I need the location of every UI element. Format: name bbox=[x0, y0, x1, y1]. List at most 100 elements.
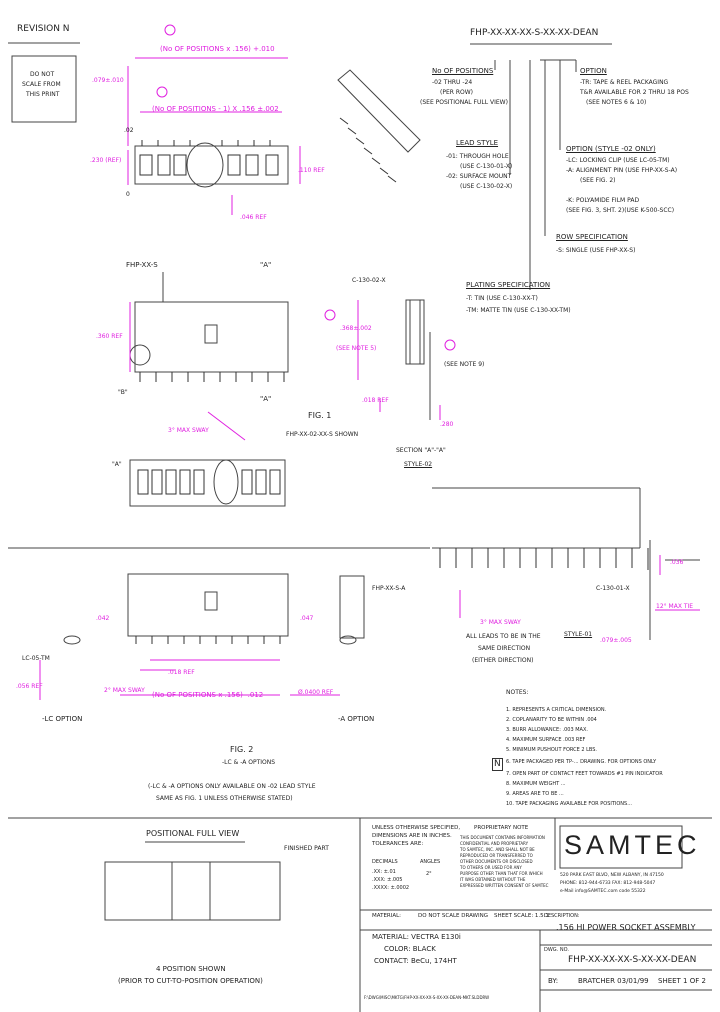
note-4: 4. MAXIMUM SURFACE .003 REF bbox=[506, 737, 586, 743]
tb-do-not-scale: DO NOT SCALE DRAWING bbox=[418, 913, 488, 919]
fig1-b-label: "B" bbox=[118, 389, 128, 396]
scale-note-line2: SCALE FROM bbox=[22, 81, 61, 88]
lead-style-line4: (USE C-130-02-X) bbox=[460, 183, 513, 190]
fig1-bottom-view bbox=[129, 459, 286, 507]
option2-line1: -LC: LOCKING CLIP (USE LC-05-TM) bbox=[566, 157, 670, 164]
fig1-contact: C-130-02-X bbox=[352, 277, 386, 284]
scale-note-box bbox=[11, 55, 77, 123]
tb-prop-7: PURPOSE OTHER THAN THAT FOR WHICH bbox=[460, 871, 543, 876]
tb-sheet: SHEET 1 OF 2 bbox=[658, 977, 706, 985]
tb-tol1: .XX: ±.01 bbox=[372, 869, 396, 875]
positional-cut: (PRIOR TO CUT-TO-POSITION OPERATION) bbox=[118, 977, 263, 985]
note-2: 2. COPLANARITY TO BE WITHIN .004 bbox=[506, 717, 597, 723]
tb-description: .156 HI POWER SOCKET ASSEMBLY bbox=[556, 923, 696, 932]
note-8: 8. MAXIMUM WEIGHT ... bbox=[506, 781, 566, 787]
tb-angle-value: 2° bbox=[426, 871, 432, 877]
tb-description-label: DESCRIPTION: bbox=[544, 913, 580, 919]
tb-decimals: DECIMALS bbox=[372, 859, 398, 865]
positions-line3: (SEE POSITIONAL FULL VIEW) bbox=[420, 99, 508, 106]
fig1-a-bottom: "A" bbox=[260, 395, 272, 403]
dim-018: .018 REF bbox=[362, 397, 389, 404]
tb-prop-2: CONFIDENTIAL AND PROPRIETARY bbox=[460, 841, 529, 846]
dim-280: .280 bbox=[440, 421, 454, 428]
dim-n-pos-minus-1: (No OF POSITIONS - 1) X .156 ±.002 bbox=[152, 105, 279, 113]
tb-proprietary: PROPRIETARY NOTE bbox=[474, 825, 529, 831]
tb-address-3: e-Mail info@SAMTEC.com code 55322 bbox=[560, 889, 646, 894]
fig1-see-note5: (SEE NOTE 5) bbox=[336, 345, 377, 352]
revision-label: REVISION N bbox=[17, 24, 70, 34]
tb-dwg-number: FHP-XX-XX-XX-S-XX-XX-DEAN bbox=[568, 955, 697, 965]
fig1-subtitle: FHP-XX-02-XX-S SHOWN bbox=[286, 431, 359, 438]
fig1-part-label: FHP-XX-S bbox=[126, 261, 158, 269]
fig2-part-a: FHP-XX-S-A bbox=[372, 585, 406, 592]
dim-079: .079±.010 bbox=[92, 77, 124, 84]
tb-by-label: BY: bbox=[548, 977, 559, 985]
dim-046: .046 REF bbox=[240, 214, 267, 221]
tb-unless-2: DIMENSIONS ARE IN INCHES. bbox=[372, 833, 452, 839]
tb-prop-4: REPRODUCED OR TRANSFERRED TO bbox=[460, 853, 533, 858]
detail-sway: 3° MAX SWAY bbox=[480, 619, 521, 626]
note-6: 6. TAPE PACKAGED PER TP-... DRAWING. FOR… bbox=[506, 759, 657, 765]
tb-color: COLOR: BLACK bbox=[384, 945, 436, 953]
tb-tol2: .XXX: ±.005 bbox=[372, 877, 403, 883]
part-number: FHP-XX-XX-XX-S-XX-XX-DEAN bbox=[470, 28, 599, 38]
plating-line2: -TM: MATTE TIN (USE C-130-XX-TM) bbox=[466, 307, 571, 314]
tb-material-header: MATERIAL: bbox=[372, 913, 402, 919]
tb-unless-3: TOLERANCES ARE: bbox=[372, 841, 424, 847]
dim-0: 0 bbox=[126, 191, 130, 198]
tb-dwg-label: DWG. NO. bbox=[544, 947, 569, 953]
row-line1: -S: SINGLE (USE FHP-XX-S) bbox=[556, 247, 636, 254]
dim-036: .036 bbox=[670, 559, 684, 566]
note-3: 3. BURR ALLOWANCE: .003 MAX. bbox=[506, 727, 588, 733]
dim-056: .056 REF bbox=[16, 683, 43, 690]
tb-author: BRATCHER 03/01/99 bbox=[578, 977, 649, 985]
samtec-logo-box bbox=[559, 825, 683, 869]
tb-angles: ANGLES bbox=[420, 859, 441, 865]
positional-finished: FINISHED PART bbox=[284, 845, 329, 852]
detail-all-leads-1: ALL LEADS TO BE IN THE bbox=[466, 633, 541, 640]
detail-all-leads-2: SAME DIRECTION bbox=[478, 645, 531, 652]
detail-style: STYLE-01 bbox=[564, 631, 593, 638]
dim-02: .02 bbox=[124, 127, 134, 134]
positional-title: POSITIONAL FULL VIEW bbox=[146, 829, 240, 838]
detail-contact: C-130-01-X bbox=[596, 585, 630, 592]
dim-360: .360 REF bbox=[96, 333, 123, 340]
fig1-view-a: "A" bbox=[112, 461, 122, 468]
fig2-lc-part: LC-05-TM bbox=[22, 655, 50, 662]
tb-address-2: PHONE: 812-944-6733 FAX: 812-948-5047 bbox=[560, 881, 656, 886]
fig2-sway: 2° MAX SWAY bbox=[104, 687, 145, 694]
option2-line3: (SEE FIG. 2) bbox=[580, 177, 616, 184]
fig1-see-note9: (SEE NOTE 9) bbox=[444, 361, 485, 368]
dim-n-pos-156: (No OF POSITIONS x .156) +.010 bbox=[160, 45, 275, 53]
fig2-note2: SAME AS FIG. 1 UNLESS OTHERWISE STATED) bbox=[156, 795, 293, 802]
positions-line2: (PER ROW) bbox=[440, 89, 473, 96]
detail-all-leads-3: (EITHER DIRECTION) bbox=[472, 657, 534, 664]
tb-file-path: F:\DWG\MISC\MKTG\FHP-XX-XX-XX-S-XX-XX-DE… bbox=[364, 995, 490, 1000]
tb-prop-1: THIS DOCUMENT CONTAINS INFORMATION bbox=[460, 835, 545, 840]
notes-n-mark: N bbox=[492, 758, 503, 771]
positions-title: No OF POSITIONS bbox=[432, 67, 494, 75]
scale-note-line1: DO NOT bbox=[30, 71, 55, 78]
plating-line1: -T: TIN (USE C-130-XX-T) bbox=[466, 295, 538, 302]
fig1-title: FIG. 1 bbox=[308, 411, 332, 420]
note-1: 1. REPRESENTS A CRITICAL DIMENSION. bbox=[506, 707, 607, 713]
tb-tol3: .XXXX: ±.0002 bbox=[372, 885, 410, 891]
dim-040: Ø.0400 REF bbox=[298, 689, 334, 696]
fig2-note1: (-LC & -A OPTIONS ONLY AVAILABLE ON -02 … bbox=[148, 783, 316, 790]
option1-title: OPTION bbox=[580, 67, 607, 75]
detail-max-tie: 12° MAX TIE bbox=[656, 603, 694, 610]
notes-header: NOTES: bbox=[506, 689, 529, 696]
tb-unless-1: UNLESS OTHERWISE SPECIFIED, bbox=[372, 825, 461, 831]
dim-110: .110 REF bbox=[298, 167, 325, 174]
dim-047: .047 bbox=[300, 615, 314, 622]
option1-line3: (SEE NOTES 6 & 10) bbox=[586, 99, 647, 106]
dim-368: .368±.002 bbox=[340, 325, 372, 332]
lead-style-line3: -02: SURFACE MOUNT bbox=[446, 173, 512, 180]
fig2-subtitle: -LC & -A OPTIONS bbox=[222, 759, 276, 766]
positional-full-view-body bbox=[104, 861, 281, 921]
fig1-sway: 3° MAX SWAY bbox=[168, 427, 209, 434]
tb-prop-9: EXPRESSED WRITTEN CONSENT OF SAMTEC bbox=[460, 883, 549, 888]
fig1-a-top: "A" bbox=[260, 261, 272, 269]
fig1-style: STYLE-02 bbox=[404, 461, 433, 468]
